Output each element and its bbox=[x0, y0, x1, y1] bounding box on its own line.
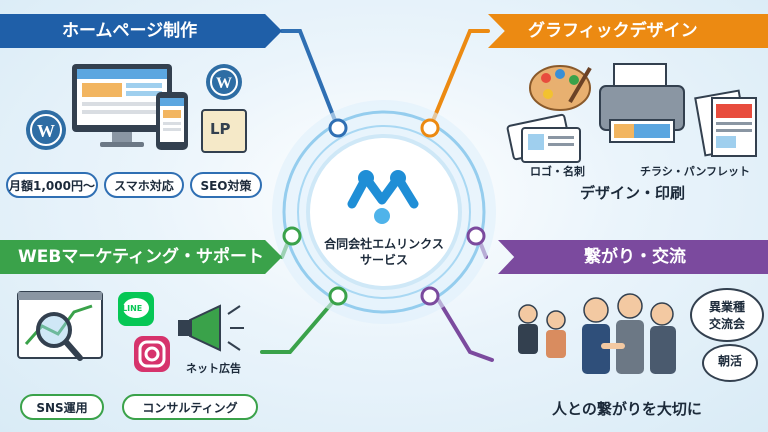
line-app-icon bbox=[118, 292, 154, 326]
people-group-icon bbox=[518, 293, 676, 374]
banner-graphic-design: グラフィックデザイン bbox=[488, 14, 768, 48]
flyer-pamphlet-label: チラシ・パンフレット bbox=[640, 165, 750, 178]
printer-icon bbox=[599, 63, 685, 143]
banner-web-marketing-title: WEBマーケティング・サポート bbox=[18, 247, 264, 267]
instagram-icon bbox=[134, 336, 170, 372]
megaphone-icon bbox=[178, 304, 244, 352]
banner-networking-title: 繋がり・交流 bbox=[584, 247, 686, 267]
service-label: サービス bbox=[359, 253, 408, 267]
business-cards-icon bbox=[506, 113, 581, 163]
web-devices-illustration: W W bbox=[26, 64, 247, 153]
company-name: 合同会社エムリンクス bbox=[324, 237, 444, 251]
paint-palette-icon bbox=[529, 65, 592, 111]
pill-sns: SNS運用 bbox=[20, 394, 104, 420]
pill-consulting: コンサルティング bbox=[122, 394, 258, 420]
analytics-magnifier-icon bbox=[17, 291, 103, 361]
mlinks-logo-icon bbox=[347, 170, 419, 224]
landing-page-icon bbox=[201, 109, 247, 153]
wordpress-icon: W bbox=[26, 110, 66, 150]
cross-industry-line1: 異業種 bbox=[708, 300, 745, 314]
desktop-monitor-icon bbox=[72, 64, 172, 147]
banner-web-production-title: ホームページ制作 bbox=[62, 21, 198, 41]
logo-business-card-label: ロゴ・名刺 bbox=[530, 165, 585, 178]
networking-caption: 人との繋がりを大切に bbox=[552, 400, 702, 418]
smartphone-icon bbox=[156, 92, 188, 150]
pill-monthly-price: 月額1,000円〜 bbox=[6, 172, 98, 198]
banner-web-production: ホームページ制作 bbox=[0, 14, 282, 48]
line-app-label: LINE bbox=[122, 304, 143, 313]
flyer-icon bbox=[694, 89, 757, 157]
graphic-design-illustration bbox=[506, 63, 757, 163]
design-print-caption: デザイン・印刷 bbox=[580, 184, 686, 202]
svg-text:W: W bbox=[37, 121, 55, 141]
business-people-illustration bbox=[518, 293, 676, 374]
banner-networking: 繋がり・交流 bbox=[498, 240, 768, 274]
net-ad-label: ネット広告 bbox=[186, 362, 241, 375]
svg-text:W: W bbox=[216, 75, 232, 92]
landing-page-badge: LP bbox=[210, 120, 231, 138]
cross-industry-bubble: 異業種 交流会 bbox=[690, 288, 764, 342]
wordpress-icon: W bbox=[206, 64, 242, 100]
web-marketing-illustration bbox=[17, 291, 244, 372]
banner-graphic-design-title: グラフィックデザイン bbox=[528, 21, 698, 41]
pill-smartphone-support: スマホ対応 bbox=[104, 172, 184, 198]
pill-seo: SEO対策 bbox=[190, 172, 262, 198]
company-service-label: 合同会社エムリンクス サービス bbox=[300, 236, 468, 268]
morning-activity-bubble: 朝活 bbox=[702, 344, 758, 382]
cross-industry-line2: 交流会 bbox=[708, 317, 745, 331]
banner-web-marketing: WEBマーケティング・サポート bbox=[0, 240, 282, 274]
